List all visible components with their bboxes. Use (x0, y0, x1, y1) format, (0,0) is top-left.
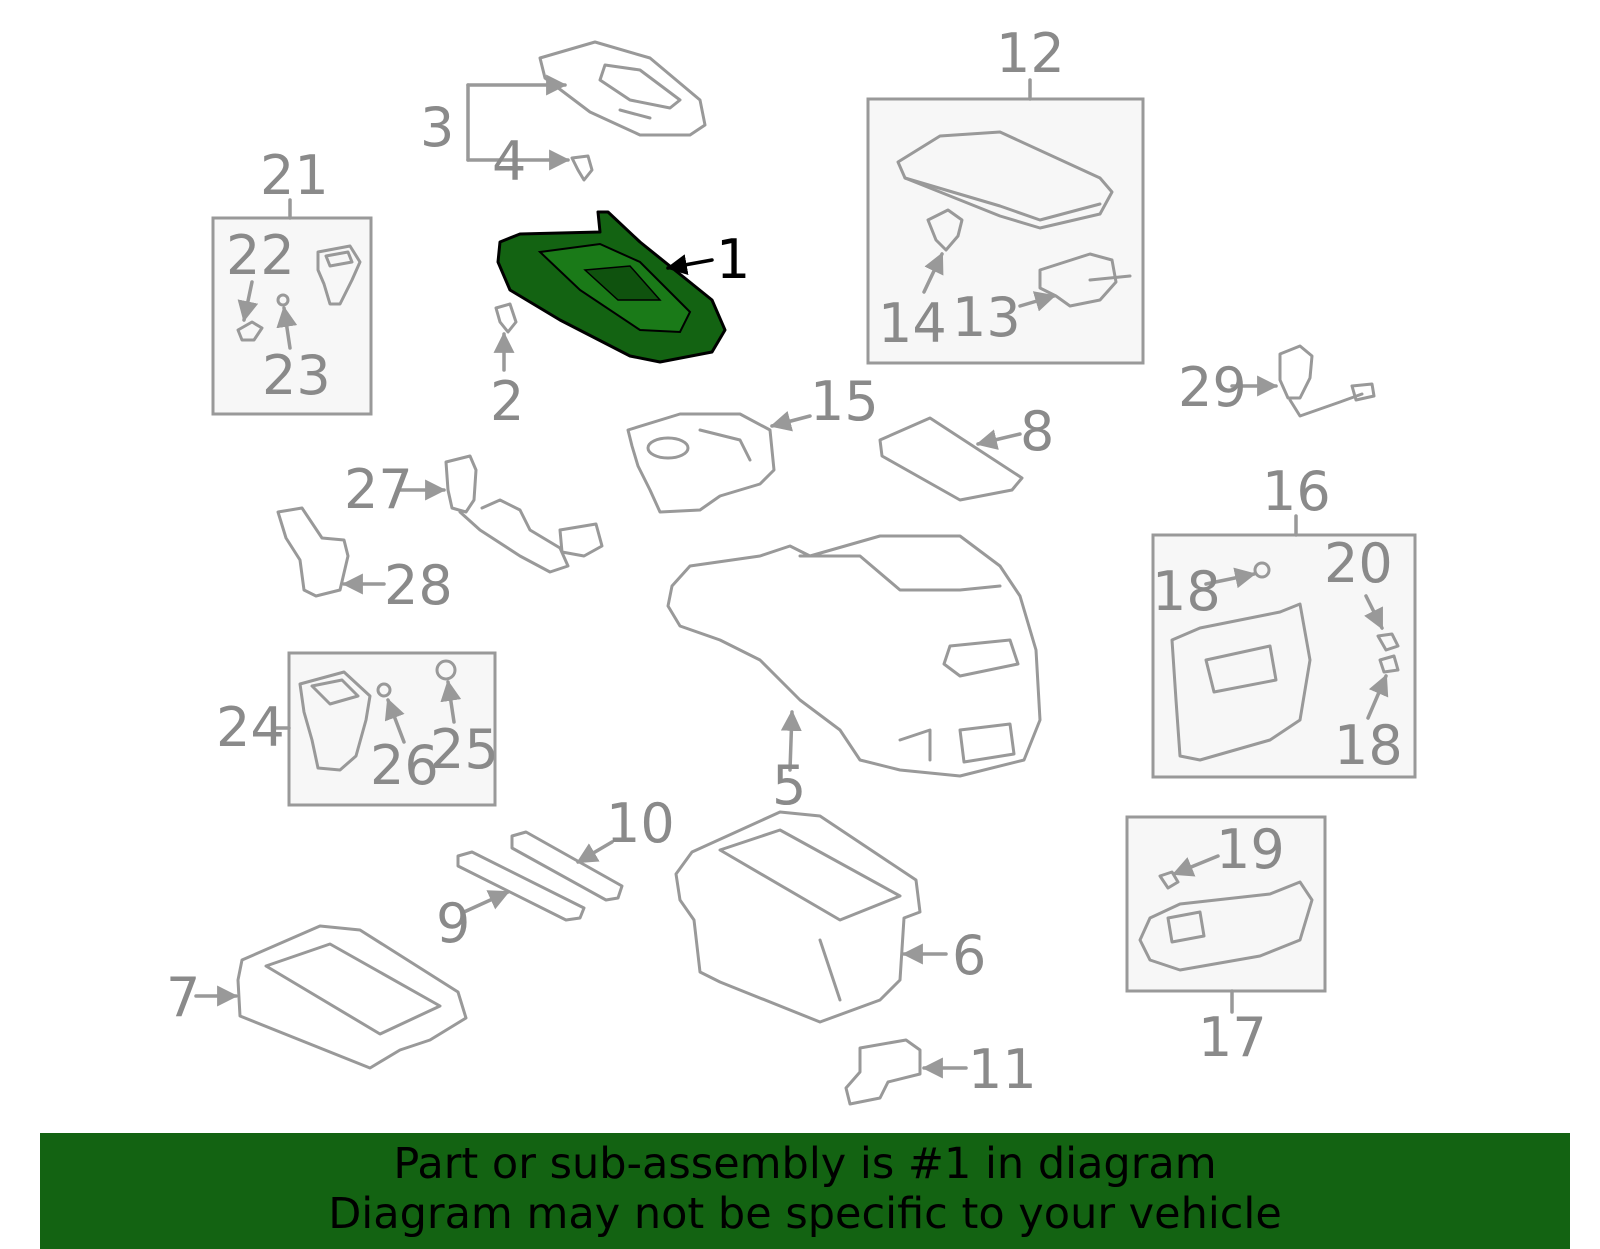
leader-22 (237, 280, 259, 323)
callout-21: 21 (260, 144, 329, 207)
part-26-bolt (376, 682, 392, 698)
part-10-strip (510, 830, 624, 902)
part-3-shift-cover (538, 40, 707, 137)
callout-23: 23 (262, 344, 331, 407)
part-9-strip (456, 850, 586, 922)
part-6-storage-box (674, 810, 922, 1024)
leader-20 (1364, 594, 1384, 630)
part-24-switch (298, 670, 372, 772)
callout-6: 6 (952, 924, 986, 987)
callout-18-bottom: 18 (1334, 714, 1403, 777)
info-banner: Part or sub-assembly is #1 in diagram Di… (40, 1133, 1570, 1249)
leader-15 (769, 411, 812, 432)
part-1-console-panel (496, 210, 727, 364)
callout-7: 7 (166, 966, 200, 1029)
part-21-switch (316, 244, 362, 306)
part-20-clip (1376, 632, 1400, 652)
leader-26 (384, 698, 406, 744)
callout-17: 17 (1198, 1006, 1267, 1069)
callout-1: 1 (716, 228, 750, 291)
part-8-mat (878, 416, 1024, 502)
callout-4: 4 (492, 130, 526, 193)
leader-23 (276, 305, 298, 350)
leader-19 (1172, 854, 1220, 877)
callout-3: 3 (420, 96, 454, 159)
part-23-bolt (276, 293, 290, 307)
leader-25 (440, 679, 462, 724)
part-17-trim (1138, 880, 1314, 972)
leader-1 (665, 254, 714, 275)
callout-15: 15 (810, 370, 879, 433)
leader-10 (576, 840, 614, 864)
part-14-clip (926, 208, 964, 252)
part-16-panel (1170, 602, 1312, 762)
part-15-cup-holder (626, 412, 776, 514)
callout-24: 24 (216, 696, 285, 759)
part-29-harness (1278, 344, 1376, 418)
part-5-console-body (666, 534, 1042, 778)
leader-5 (780, 709, 802, 772)
callout-8: 8 (1020, 400, 1054, 463)
part-11-bracket (844, 1038, 922, 1106)
leader-18b (1366, 674, 1389, 720)
banner-disclaimer: Diagram may not be specific to your vehi… (328, 1189, 1282, 1239)
callout-11: 11 (968, 1038, 1037, 1101)
part-19-clip (1158, 870, 1180, 890)
leader-9 (462, 890, 510, 914)
callout-26: 26 (370, 734, 439, 797)
callout-25: 25 (430, 718, 499, 781)
leader-18a (1204, 567, 1257, 589)
callout-22: 22 (226, 224, 295, 287)
leader-14 (922, 252, 944, 294)
part-4-clip (570, 154, 594, 182)
part-13-hinge (1038, 252, 1132, 308)
part-25-bolt (435, 659, 457, 681)
callout-9: 9 (436, 892, 470, 955)
part-7-tray (236, 924, 468, 1070)
callout-13: 13 (952, 286, 1021, 349)
part-22-clip (236, 320, 264, 342)
callout-10: 10 (606, 792, 675, 855)
callout-16: 16 (1262, 460, 1331, 523)
callout-12: 12 (996, 22, 1065, 85)
callout-2: 2 (490, 370, 524, 433)
group-box-12 (866, 97, 1145, 365)
banner-part-note: Part or sub-assembly is #1 in diagram (393, 1139, 1217, 1189)
callout-28: 28 (384, 554, 453, 617)
callout-14: 14 (878, 292, 947, 355)
leader-8 (975, 429, 1022, 450)
part-2-clip (494, 302, 518, 334)
part-27-socket (444, 454, 604, 574)
part-28-bracket (276, 506, 350, 598)
callout-19: 19 (1216, 818, 1285, 881)
group-box-16 (1151, 533, 1417, 779)
callout-5: 5 (772, 754, 806, 817)
leader-13 (1018, 291, 1057, 312)
callout-18-top: 18 (1152, 560, 1221, 623)
callout-20: 20 (1324, 532, 1393, 595)
callout-27: 27 (344, 458, 413, 521)
part-12-armrest-lid (896, 130, 1114, 230)
callout-29: 29 (1178, 356, 1247, 419)
part-18-clip-b (1378, 654, 1400, 674)
